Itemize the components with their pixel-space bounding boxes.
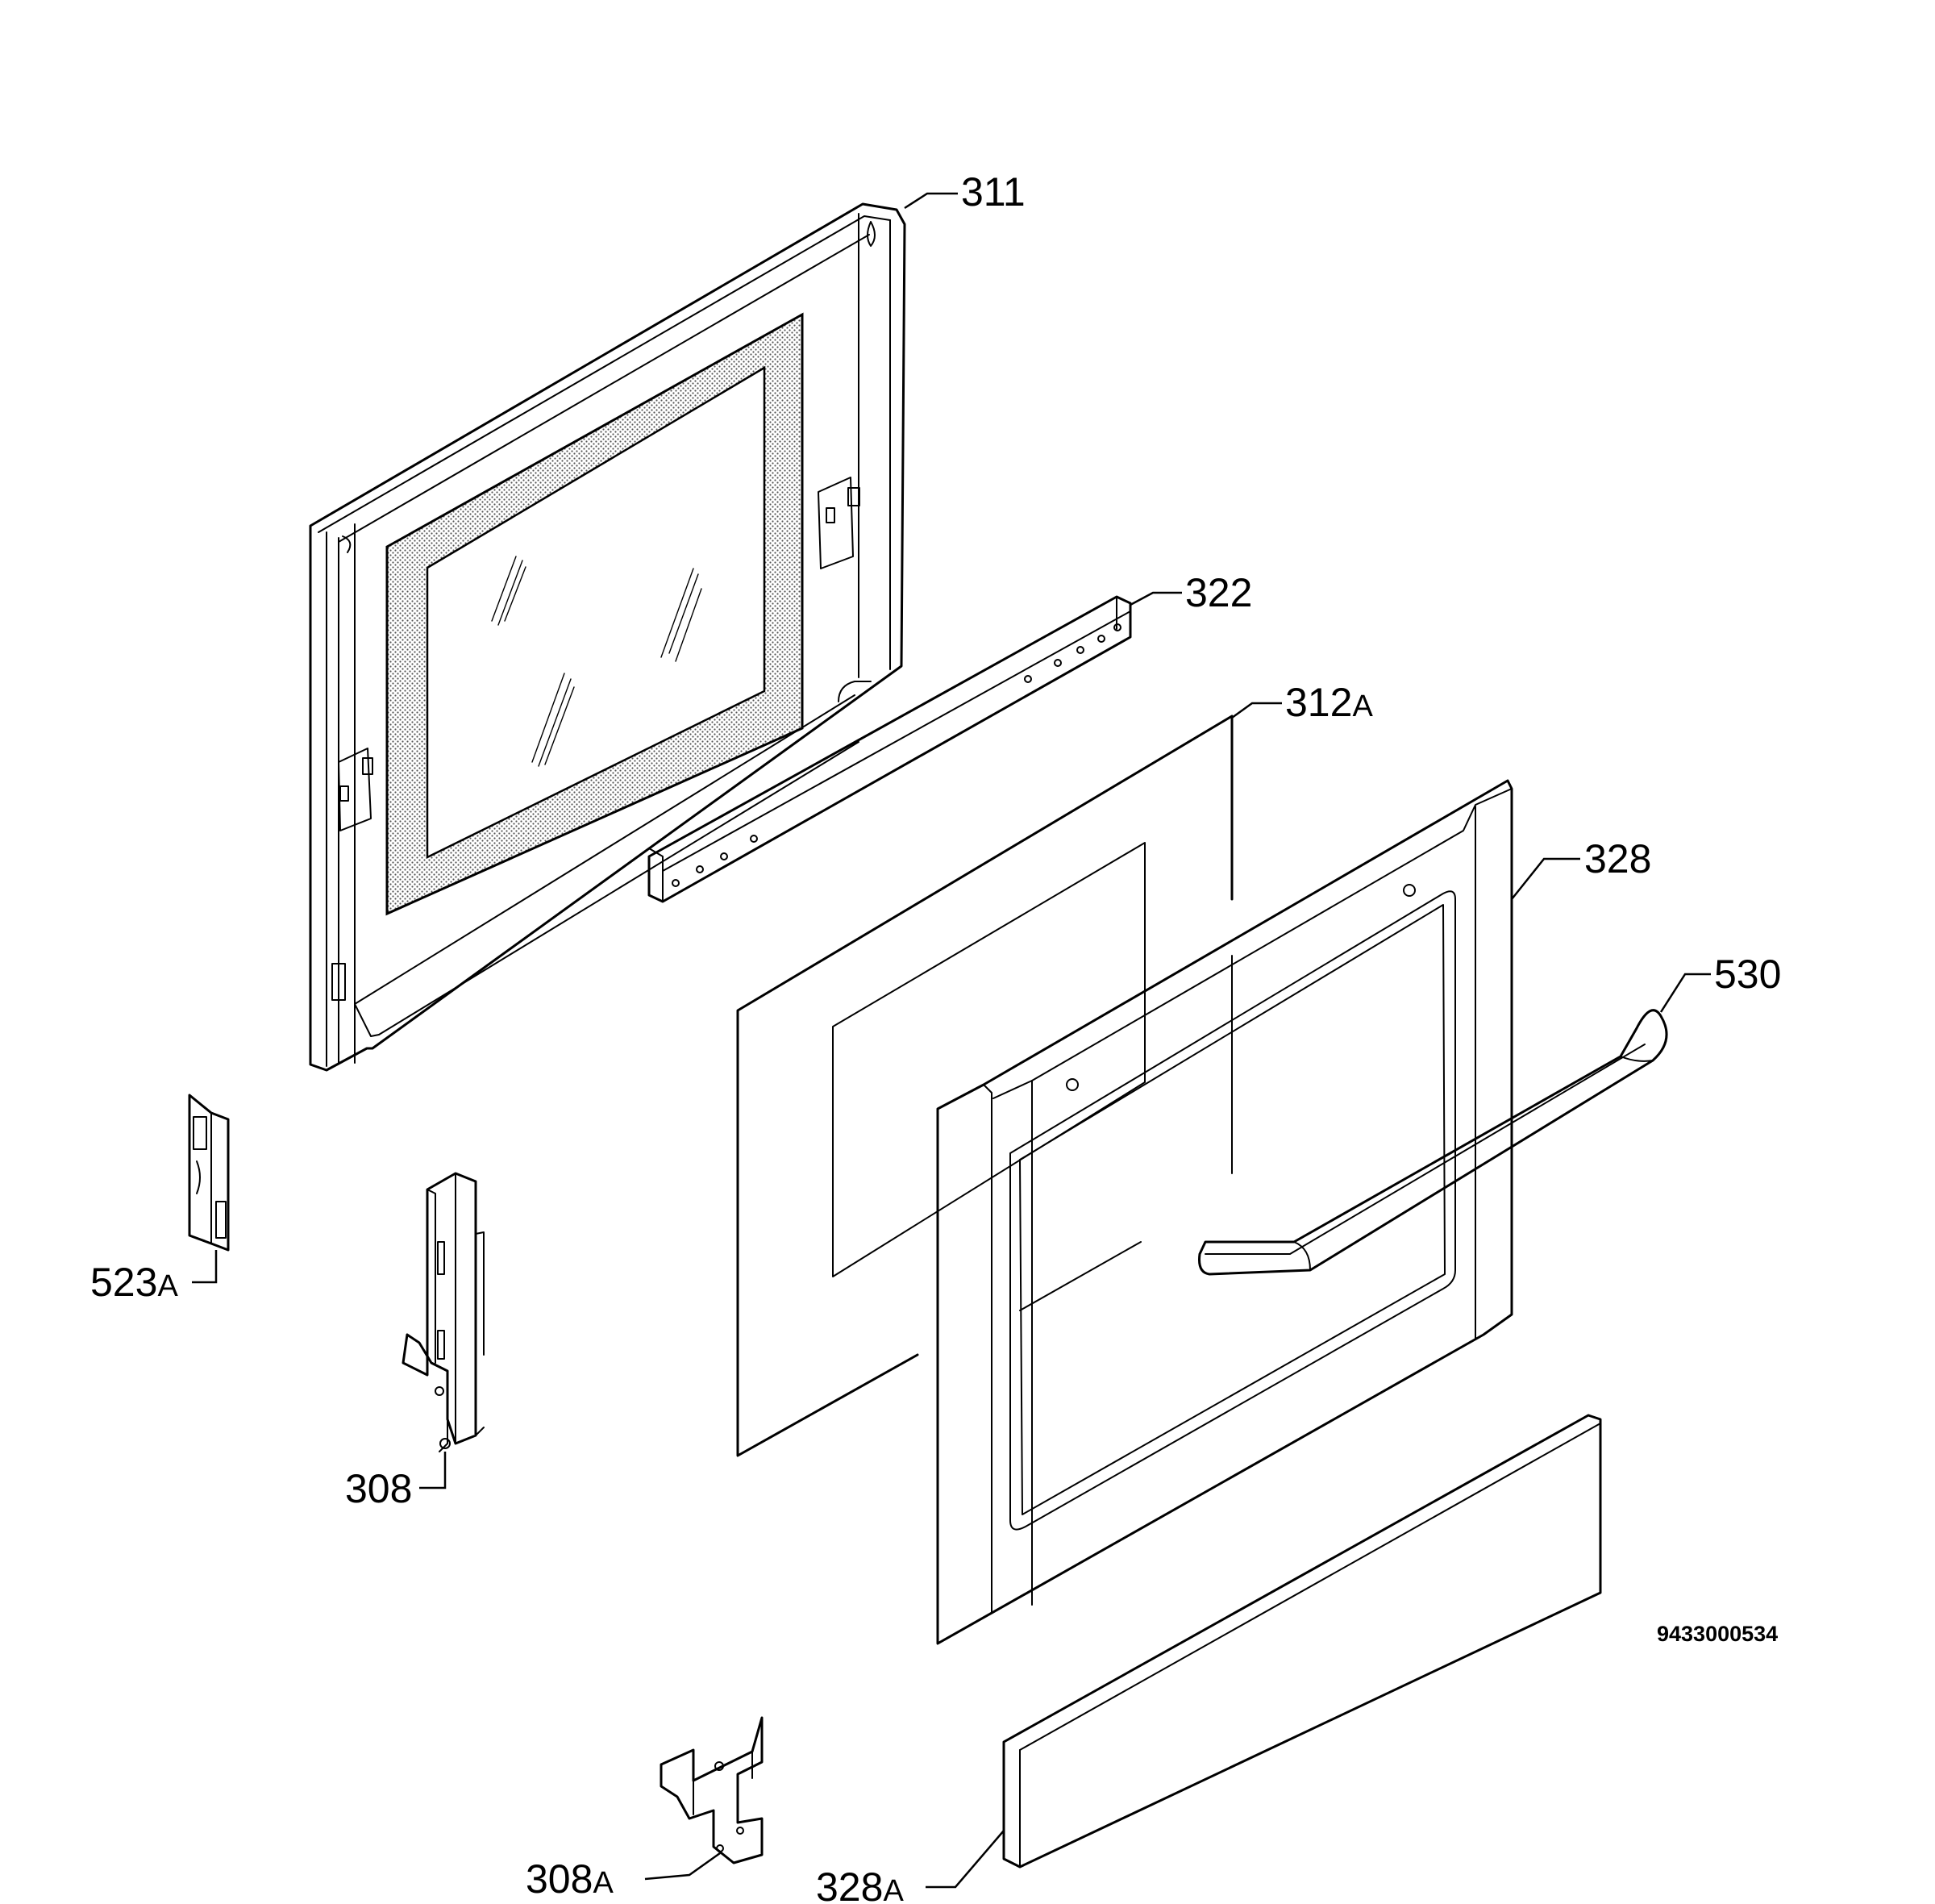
part-311-inner-door-frame[interactable] bbox=[309, 202, 906, 1072]
label-523A: 523A bbox=[90, 1260, 178, 1305]
document-number: 9433000534 bbox=[1657, 1622, 1778, 1646]
glass-reflection-marks bbox=[491, 556, 702, 767]
part-312A-glass-pane[interactable] bbox=[736, 715, 1234, 1457]
part-523A-latch[interactable] bbox=[188, 1094, 230, 1252]
part-530-door-handle[interactable] bbox=[1198, 1009, 1668, 1276]
label-328: 328 bbox=[1584, 836, 1651, 881]
label-311: 311 bbox=[961, 169, 1026, 215]
leader-lines bbox=[192, 192, 1711, 1889]
part-328-outer-door-panel[interactable] bbox=[936, 779, 1513, 1645]
frame-hinge-bracket-right bbox=[818, 477, 860, 569]
window-glass bbox=[426, 365, 766, 860]
part-308-hinge[interactable] bbox=[402, 1172, 485, 1452]
label-328A: 328A bbox=[816, 1864, 904, 1904]
label-530: 530 bbox=[1714, 952, 1781, 997]
part-328A-bottom-trim[interactable] bbox=[1002, 1414, 1602, 1869]
label-308A: 308A bbox=[526, 1856, 614, 1902]
part-308A-hinge-bracket[interactable] bbox=[660, 1716, 764, 1864]
frame-hinge-bracket-left bbox=[338, 748, 373, 831]
label-322: 322 bbox=[1185, 570, 1252, 615]
part-labels: 311 322 312A 328 530 523A 308 308A 328A bbox=[90, 169, 1781, 1904]
label-312A: 312A bbox=[1285, 680, 1373, 725]
part-322-door-rail[interactable] bbox=[647, 595, 1132, 903]
label-308: 308 bbox=[345, 1466, 412, 1511]
frame-latch-slot bbox=[331, 681, 872, 1001]
